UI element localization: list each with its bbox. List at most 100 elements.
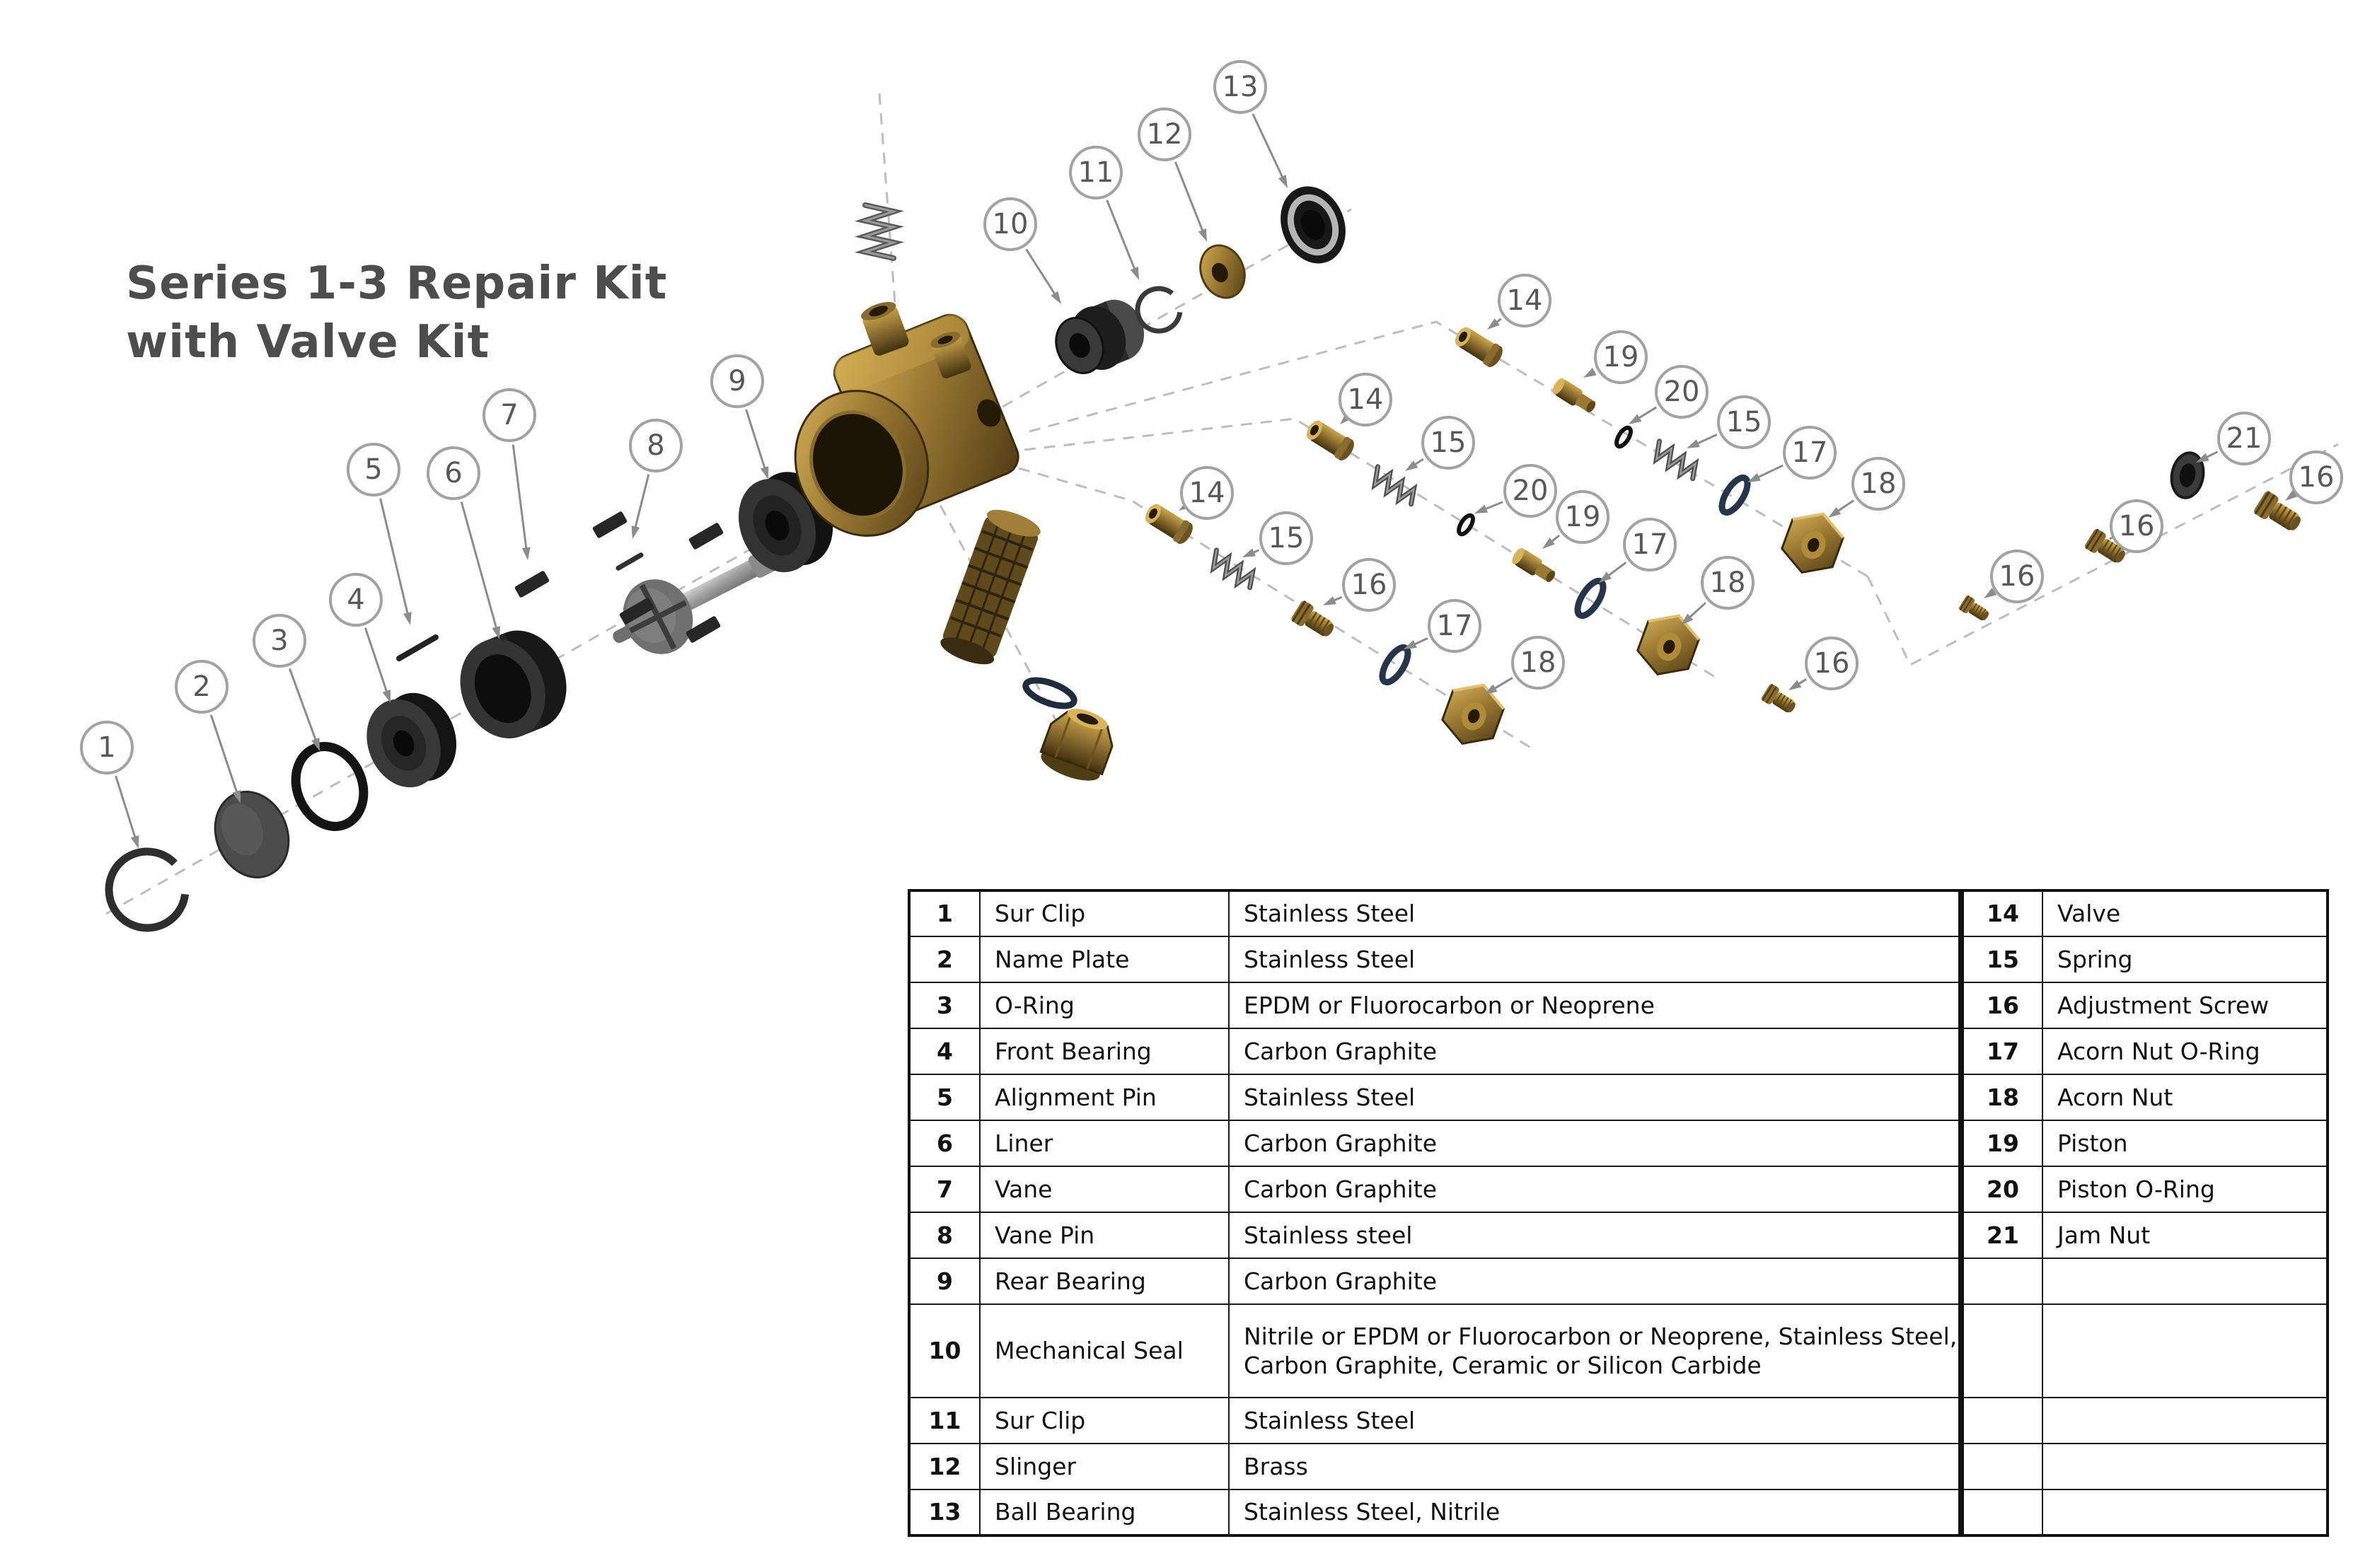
part-material: Stainless Steel (1228, 1397, 1962, 1444)
callout-17: 17 (1783, 426, 1837, 480)
part-valve (1451, 323, 1506, 370)
part-name: Name Plate (979, 936, 1230, 983)
diagram-title: Series 1-3 Repair Kit with Valve Kit (126, 255, 667, 372)
callout-16: 16 (2289, 451, 2343, 504)
callout-10: 10 (983, 197, 1037, 251)
part-name: Piston (2042, 1120, 2328, 1167)
part-number: 13 (908, 1489, 981, 1536)
part-vane-pin (615, 552, 644, 571)
part-number: 21 (1958, 1212, 2043, 1259)
part-name: Liner (979, 1120, 1230, 1167)
part-name (2042, 1258, 2328, 1305)
part-name (2042, 1489, 2328, 1536)
part-name: Vane (979, 1166, 1230, 1213)
part-material: Stainless Steel, Nitrile (1228, 1489, 1962, 1536)
part-number (1958, 1489, 2043, 1536)
callout-8: 8 (629, 419, 683, 472)
part-valve (1302, 417, 1358, 463)
callout-14: 14 (1498, 274, 1551, 327)
part-adjustment-screw (1759, 682, 1801, 719)
part-name: Sur Clip (979, 1397, 1230, 1444)
callout-15: 15 (1259, 511, 1313, 565)
part-sur-clip-front (105, 847, 190, 932)
part-name: Acorn Nut O-Ring (2042, 1028, 2328, 1075)
callout-17: 17 (1428, 599, 1481, 653)
part-name: Alignment Pin (979, 1074, 1230, 1121)
callout-15: 15 (1717, 395, 1771, 449)
part-liner (460, 630, 567, 738)
part-acorn-nut (1631, 605, 1706, 685)
part-name: Rear Bearing (979, 1258, 1230, 1305)
part-number: 5 (908, 1074, 981, 1121)
part-spring (1369, 467, 1418, 506)
part-number (1958, 1443, 2043, 1490)
callout-11: 11 (1069, 146, 1123, 199)
part-number: 3 (908, 982, 981, 1029)
part-spring (1208, 550, 1257, 590)
part-name: Spring (2042, 936, 2328, 983)
callout-13: 13 (1213, 60, 1267, 114)
part-pump-body (794, 301, 1019, 537)
part-acorn-o-ring (1573, 577, 1608, 620)
part-material: Carbon Graphite (1228, 1120, 1962, 1167)
callout-18: 18 (1701, 556, 1755, 610)
part-jam-nut (2166, 448, 2209, 502)
part-slinger (1199, 244, 1246, 299)
part-strainer-o-ring (1022, 677, 1077, 709)
part-strainer (940, 509, 1041, 665)
part-material: Nitrile or EPDM or Fluorocarbon or Neopr… (1228, 1303, 1962, 1398)
part-ball-bearing (1281, 186, 1346, 264)
part-number: 10 (908, 1303, 981, 1398)
callout-21: 21 (2217, 412, 2271, 465)
part-name (2042, 1443, 2328, 1490)
title-line-1: Series 1-3 Repair Kit (126, 257, 668, 310)
part-name: Piston O-Ring (2042, 1166, 2328, 1213)
callout-16: 16 (1342, 558, 1396, 612)
callout-16: 16 (1805, 637, 1859, 690)
callout-14: 14 (1339, 373, 1392, 426)
callout-2: 2 (175, 660, 229, 714)
part-number: 1 (908, 890, 981, 937)
part-piston (1549, 376, 1599, 417)
part-name-plate (214, 791, 290, 878)
part-mechanical-seal (1055, 299, 1145, 374)
part-name: Acorn Nut (2042, 1074, 2328, 1121)
part-material: Stainless Steel (1228, 936, 1962, 983)
part-number: 18 (1958, 1074, 2043, 1121)
callout-15: 15 (1421, 416, 1475, 470)
part-number: 7 (908, 1166, 981, 1213)
callout-5: 5 (347, 443, 400, 496)
callout-3: 3 (253, 614, 306, 668)
part-acorn-nut (1435, 674, 1510, 755)
callout-7: 7 (482, 388, 536, 442)
callout-19: 19 (1594, 330, 1648, 384)
part-acorn-nut (1775, 503, 1850, 583)
part-number: 14 (1958, 890, 2043, 937)
part-number: 2 (908, 936, 981, 983)
part-piston (1509, 546, 1559, 586)
part-material: Brass (1228, 1443, 1962, 1490)
part-material: Stainless Steel (1228, 1074, 1962, 1121)
part-number: 19 (1958, 1120, 2043, 1167)
part-number: 16 (1958, 982, 2043, 1029)
callout-20: 20 (1503, 464, 1557, 518)
part-number (1958, 1397, 2043, 1444)
part-material: Stainless steel (1228, 1212, 1962, 1259)
part-name (2042, 1397, 2328, 1444)
part-name: Valve (2042, 890, 2328, 937)
part-name: Front Bearing (979, 1028, 1230, 1075)
part-piston-o-ring (1456, 513, 1476, 537)
part-material: EPDM or Fluorocarbon or Neoprene (1228, 982, 1962, 1029)
callout-17: 17 (1623, 518, 1677, 571)
part-piston-o-ring (1614, 426, 1634, 449)
part-material: Carbon Graphite (1228, 1166, 1962, 1213)
part-body-spring (854, 202, 905, 261)
